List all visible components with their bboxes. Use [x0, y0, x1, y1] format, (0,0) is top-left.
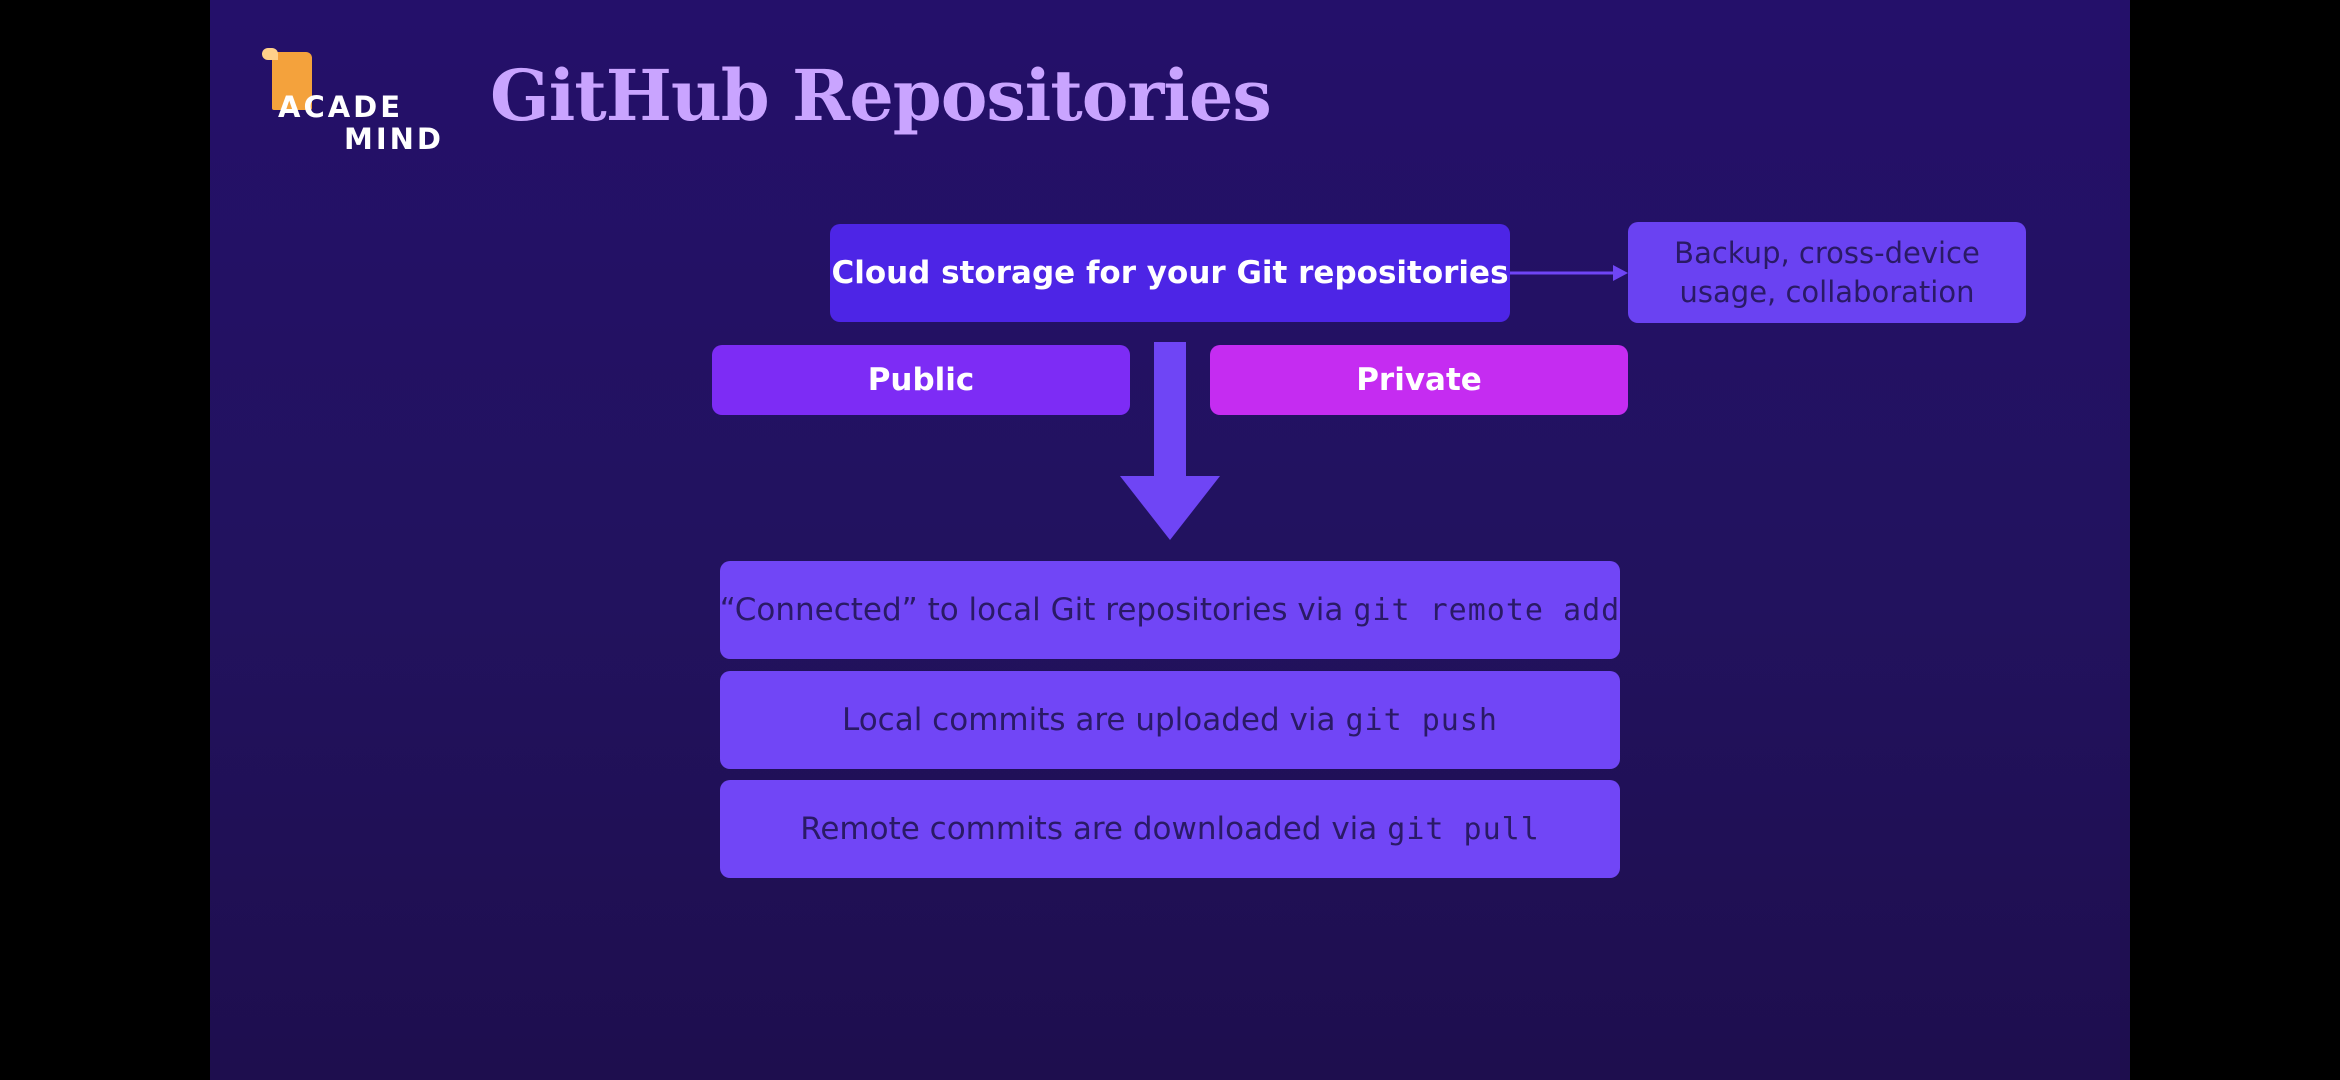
step-box-push: Local commits are uploaded via git push: [720, 671, 1620, 769]
step-text: Local commits are uploaded via: [841, 702, 1336, 738]
step-command: git push: [1345, 702, 1498, 738]
public-box: Public: [712, 345, 1130, 415]
step-text: Remote commits are downloaded via: [800, 811, 1378, 847]
down-arrow-shaft: [1154, 342, 1186, 478]
step-box-pull: Remote commits are downloaded via git pu…: [720, 780, 1620, 878]
diagram-arrows: [1120, 265, 1628, 540]
cloud-storage-label: Cloud storage for your Git repositories: [831, 255, 1509, 291]
down-arrow-head-icon: [1120, 476, 1220, 540]
arrow-to-benefits-head-icon: [1613, 265, 1628, 281]
logo-text-line2: MIND: [344, 122, 444, 156]
slide-title: GitHub Repositories: [490, 54, 1272, 137]
step-text: “Connected” to local Git repositories vi…: [719, 592, 1344, 628]
logo-text-line1: ACADE: [278, 90, 404, 124]
step-command: git pull: [1387, 811, 1540, 847]
benefits-line1: Backup, cross-device: [1674, 235, 1980, 270]
public-label: Public: [867, 362, 975, 398]
cloud-storage-box: Cloud storage for your Git repositories: [830, 224, 1510, 322]
step-command: git remote add: [1353, 592, 1621, 628]
logo-flag-curl-icon: [262, 48, 278, 60]
step-box-remote-add: “Connected” to local Git repositories vi…: [720, 561, 1620, 659]
benefits-line2: usage, collaboration: [1679, 274, 1975, 309]
slide: ACADE MIND GitHub Repositories Cloud sto…: [210, 0, 2130, 1080]
logo-flag-icon: [272, 52, 312, 110]
private-box: Private: [1210, 345, 1628, 415]
benefits-box: Backup, cross-device usage, collaboratio…: [1628, 222, 2026, 323]
private-label: Private: [1356, 362, 1482, 398]
academind-logo: ACADE MIND: [260, 48, 450, 158]
